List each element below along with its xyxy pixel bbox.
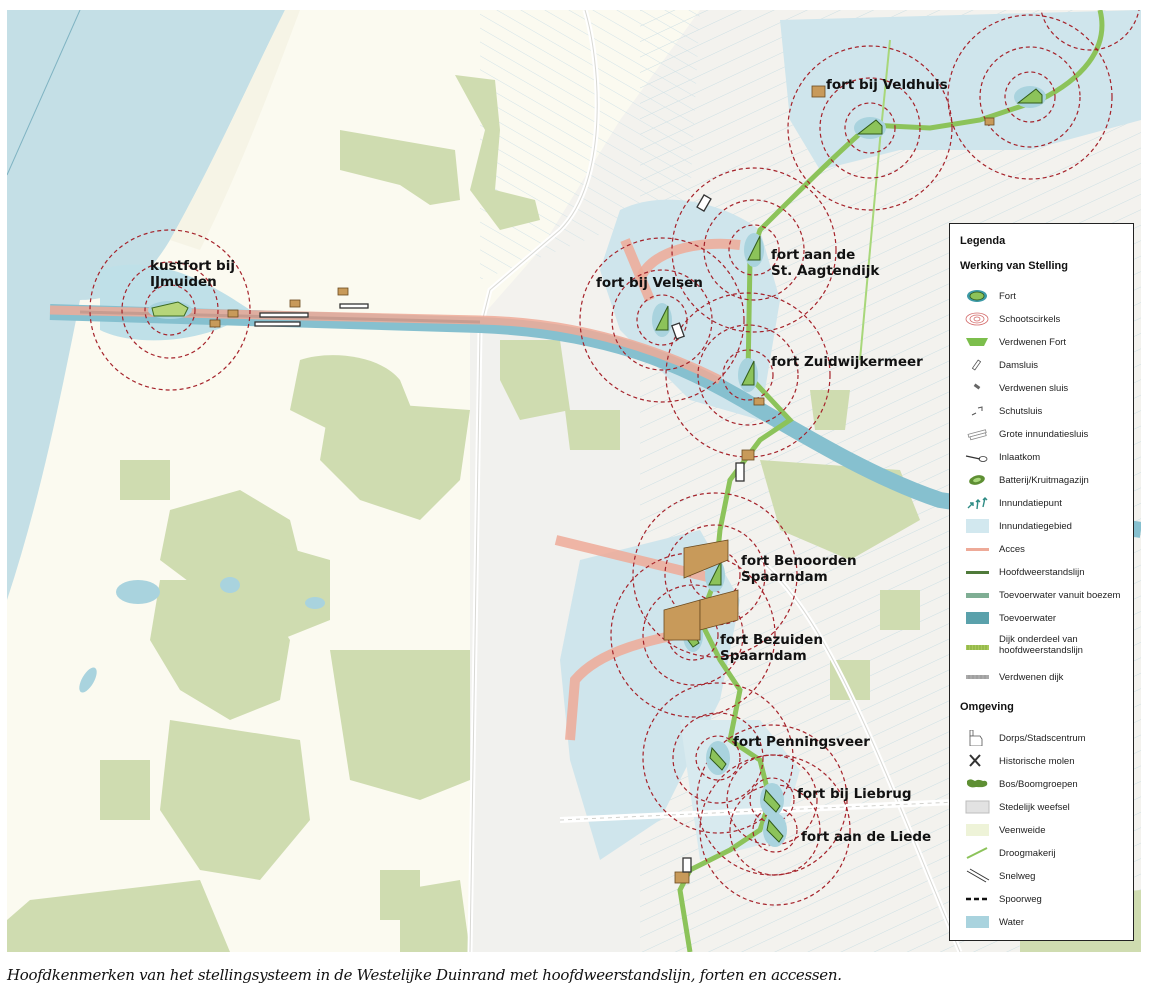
map-legend: Legenda Werking van Stelling Fort Schoot…	[949, 223, 1134, 941]
verdwenen-fort-icon	[966, 338, 988, 346]
legend-item-toevoerwater: Toevoerwater	[950, 610, 1133, 630]
legend-item-grote-innundatiesluis: Grote innundatiesluis	[950, 426, 1133, 446]
fort-label-liede: fort aan de Liede	[801, 829, 932, 845]
legend-item-molen: Historische molen	[950, 753, 1133, 773]
figure-caption: Hoofdkenmerken van het stellingsysteem i…	[7, 966, 842, 984]
molen-icon	[969, 754, 981, 767]
legend-item-verdwenen-dijk: Verdwenen dijk	[950, 669, 1133, 689]
fort-label-veldhuis: fort bij Veldhuis	[826, 77, 948, 93]
verdwenen-dijk-line	[966, 675, 989, 679]
veenweide-swatch	[966, 824, 989, 836]
verdwenen-sluis-icon	[973, 383, 981, 390]
bos-icon	[967, 779, 988, 788]
legend-item-innundatiepunt: Innundatiepunt	[950, 495, 1133, 515]
legend-item-verdwenen-fort: Verdwenen Fort	[950, 334, 1133, 354]
legend-item-inlaatkom: Inlaatkom	[950, 449, 1133, 469]
legend-title: Legenda	[960, 235, 1006, 247]
legend-item-spoorweg: Spoorweg	[950, 891, 1133, 911]
legend-item-verdwenen-sluis: Verdwenen sluis	[950, 380, 1133, 400]
stedelijk-weefsel-swatch	[965, 800, 990, 814]
droogmakerij-line	[966, 847, 988, 859]
spoorweg-line	[966, 897, 989, 901]
fort-label-zuidwijkermeer: fort Zuidwijkermeer	[771, 354, 923, 370]
fort-label-liebrug: fort bij Liebrug	[797, 786, 912, 802]
water-swatch	[966, 916, 989, 928]
hoofdweerstandslijn	[677, 10, 1105, 952]
legend-item-stadscentrum: Dorps/Stadscentrum	[950, 730, 1133, 750]
sea-area	[7, 10, 285, 300]
batterij-markers	[209, 85, 995, 884]
fort-icon	[967, 290, 987, 302]
legend-item-dijk-hoofdweerstandslijn: Dijk onderdeel van hoofdweerstandslijn	[950, 634, 1133, 660]
toevoerwater-swatch	[966, 612, 989, 624]
schootscirkels-icon	[965, 312, 989, 326]
batterij-icon	[969, 475, 985, 485]
legend-item-snelweg: Snelweg	[950, 868, 1133, 888]
legend-item-schutsluis: Schutsluis	[950, 403, 1133, 423]
legend-item-damsluis: Damsluis	[950, 357, 1133, 377]
legend-item-bos: Bos/Boomgroepen	[950, 776, 1133, 796]
legend-section-werking-title: Werking van Stelling	[960, 260, 1068, 272]
innundatiegebied-swatch	[966, 519, 989, 533]
fort-label-bezuiden: fort Bezuiden Spaarndam	[720, 632, 823, 664]
legend-item-water: Water	[950, 914, 1133, 934]
inlaatkom-icon	[965, 455, 988, 462]
innundatiepunt-icon	[967, 497, 988, 510]
legend-item-innundatiegebied: Innundatiegebied	[950, 518, 1133, 538]
legend-item-schootscirkels: Schootscirkels	[950, 311, 1133, 331]
snelweg-line	[966, 868, 990, 883]
damsluis-icon	[971, 359, 982, 371]
dijk-hoofdweerstandslijn-line	[966, 645, 989, 650]
schootscirkels	[89, 10, 1140, 906]
legend-item-droogmakerij: Droogmakerij	[950, 845, 1133, 865]
grote-innundatiesluis-icon	[967, 429, 987, 441]
fort-label-velsen: fort bij Velsen	[596, 275, 703, 291]
legend-item-stedelijk-weefsel: Stedelijk weefsel	[950, 799, 1133, 819]
schutsluis-icon	[971, 406, 983, 416]
hoofdweerstandslijn-line	[966, 571, 989, 574]
legend-item-veenweide: Veenweide	[950, 822, 1133, 842]
forest-areas	[7, 75, 1141, 952]
legend-item-hoofdweerstandslijn: Hoofdweerstandslijn	[950, 564, 1133, 584]
fort-label-ijmuiden: kustfort bij IJmuiden	[150, 258, 235, 290]
legend-section-omgeving-title: Omgeving	[960, 701, 1014, 713]
legend-item-toevoerwater-boezem: Toevoerwater vanuit boezem	[950, 587, 1133, 607]
legend-item-fort: Fort	[950, 288, 1133, 308]
inundation-area	[600, 199, 780, 420]
legend-item-batterij: Batterij/Kruitmagazijn	[950, 472, 1133, 492]
legend-item-acces: Acces	[950, 541, 1133, 561]
acces-line	[966, 548, 989, 551]
stadscentrum-icon	[969, 730, 983, 746]
toevoerwater-boezem-line	[966, 593, 989, 598]
fort-label-penningsveer: fort Penningsveer	[733, 734, 870, 750]
fort-label-benoorden: fort Benoorden Spaarndam	[741, 553, 857, 585]
fort-label-aagtendijk: fort aan de St. Aagtendijk	[771, 247, 880, 279]
canal	[49, 304, 1141, 538]
